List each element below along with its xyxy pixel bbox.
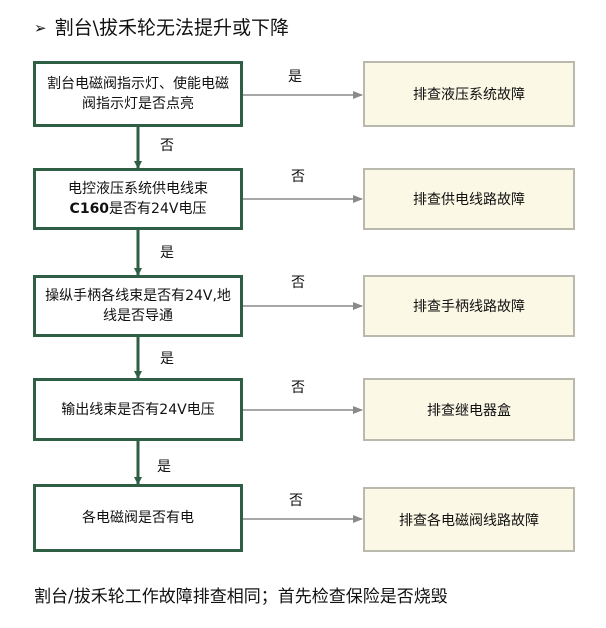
right-label-5: 否 [289, 493, 303, 509]
result-text-2: 排查供电线路故障 [413, 192, 525, 208]
decision-box-2: 电控液压系统供电线束 C160是否有24V电压 [33, 168, 243, 230]
right-label-3: 否 [291, 275, 305, 291]
down-label-4: 是 [157, 459, 171, 475]
result-box-4: 排查继电器盒 [363, 378, 575, 441]
decision-text-2-code: C160 [69, 201, 110, 217]
result-box-1: 排查液压系统故障 [363, 61, 575, 127]
decision-text-2-line1: 电控液压系统供电线束 [68, 181, 208, 197]
result-box-5: 排查各电磁阀线路故障 [363, 487, 575, 552]
down-label-3: 是 [160, 351, 174, 367]
decision-box-1: 割台电磁阀指示灯、使能电磁阀指示灯是否点亮 [33, 61, 243, 127]
footer-note: 割台/拔禾轮工作故障排查相同；首先检查保险是否烧毁 [34, 587, 448, 607]
decision-text-1: 割台电磁阀指示灯、使能电磁阀指示灯是否点亮 [47, 76, 229, 112]
title-text: 割台\拔禾轮无法提升或下降 [54, 17, 289, 39]
right-label-4: 否 [291, 380, 305, 396]
result-box-3: 排查手柄线路故障 [363, 275, 575, 337]
decision-text-4: 输出线束是否有24V电压 [61, 401, 215, 418]
decision-text-2: 电控液压系统供电线束 C160是否有24V电压 [68, 179, 208, 219]
down-label-1: 否 [160, 138, 174, 154]
decision-box-4: 输出线束是否有24V电压 [33, 378, 243, 441]
result-box-2: 排查供电线路故障 [363, 168, 575, 230]
right-label-1: 是 [288, 69, 302, 85]
right-label-2: 否 [291, 169, 305, 185]
decision-text-3: 操纵手柄各线束是否有24V,地线是否导通 [45, 288, 231, 324]
result-text-5: 排查各电磁阀线路故障 [399, 512, 539, 529]
bullet-arrow-icon: ➢ [34, 19, 47, 37]
decision-text-5: 各电磁阀是否有电 [82, 510, 194, 526]
decision-text-2-suffix: 是否有24V电压 [109, 201, 207, 217]
page-title: ➢ 割台\拔禾轮无法提升或下降 [34, 13, 289, 40]
result-text-4: 排查继电器盒 [427, 402, 511, 419]
decision-box-3: 操纵手柄各线束是否有24V,地线是否导通 [33, 275, 243, 337]
decision-box-5: 各电磁阀是否有电 [33, 484, 243, 552]
result-text-3: 排查手柄线路故障 [413, 299, 525, 315]
down-label-2: 是 [160, 245, 174, 261]
result-text-1: 排查液压系统故障 [413, 87, 525, 103]
